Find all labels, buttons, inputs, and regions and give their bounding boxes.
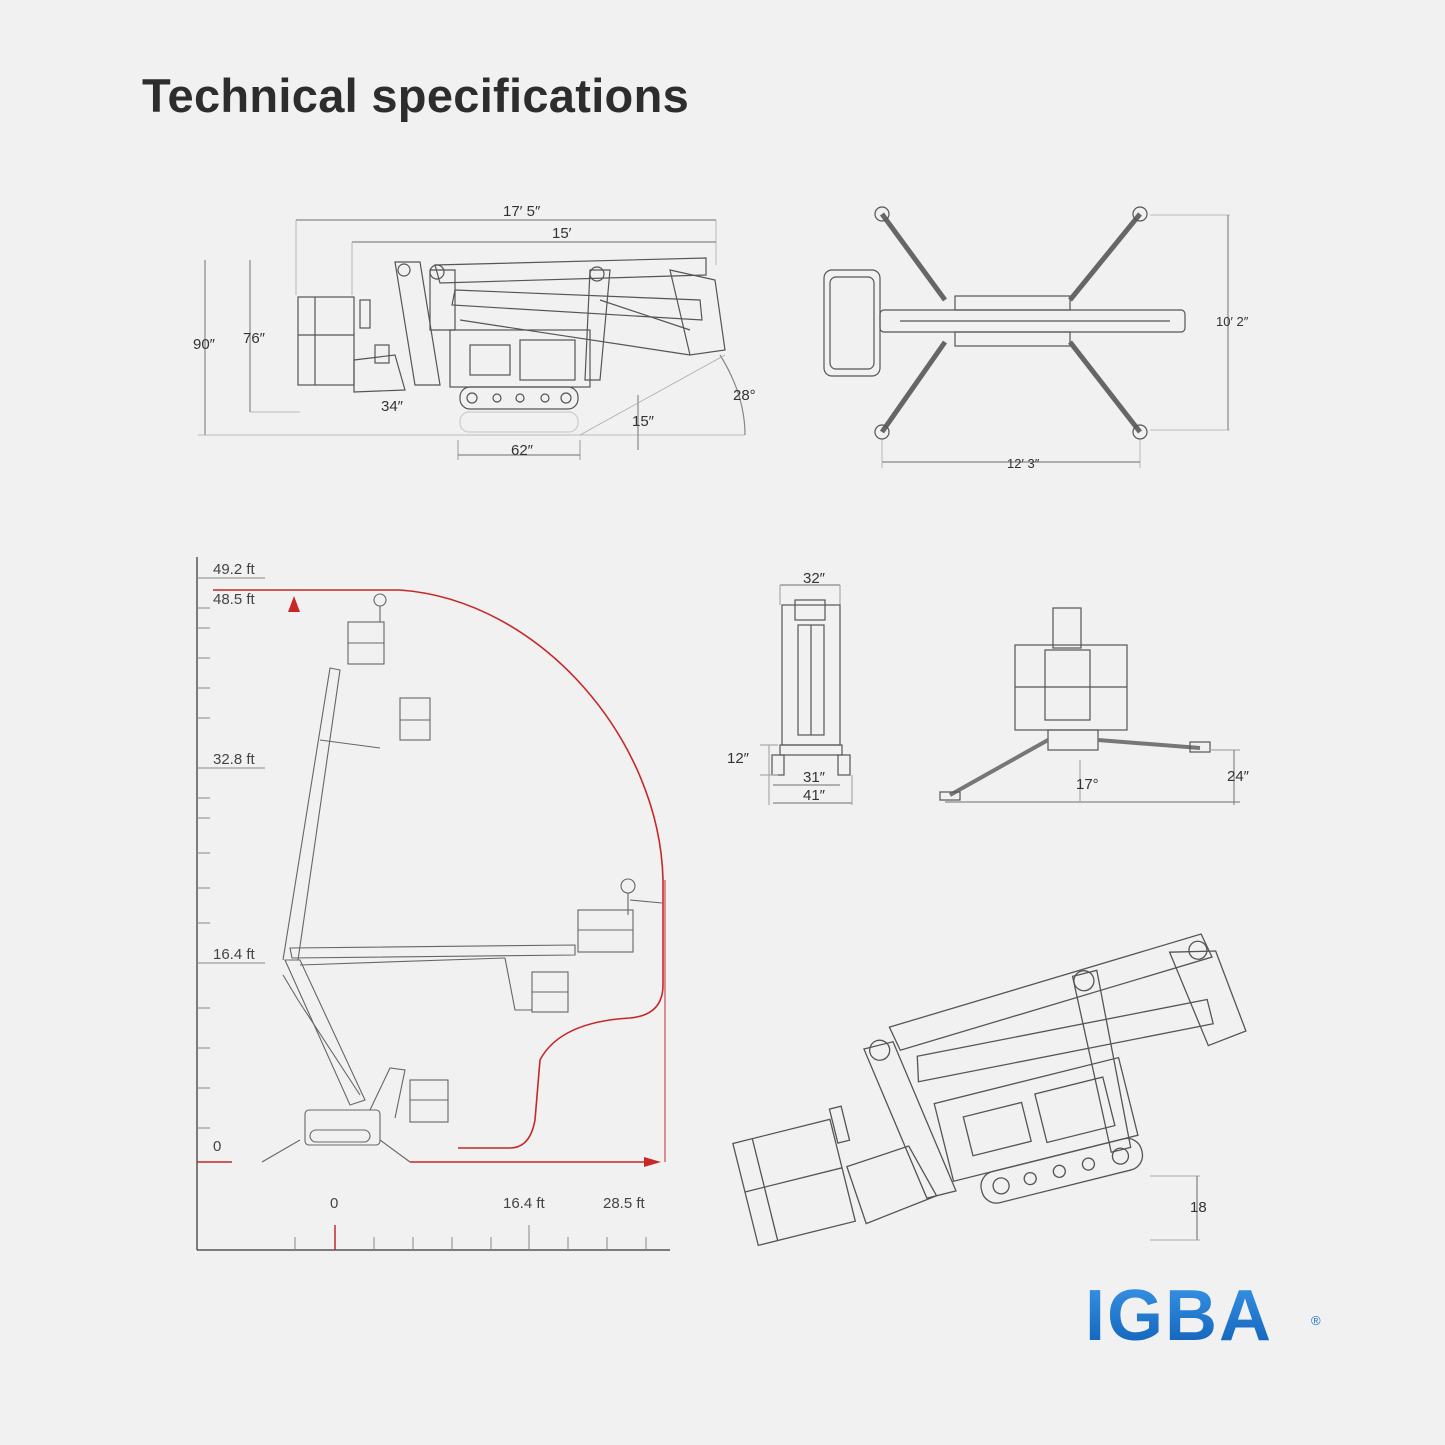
side-view-drawing	[198, 219, 746, 460]
y-tick-32-8: 32.8 ft	[213, 751, 256, 768]
dim-overall-length: 17′ 5″	[503, 203, 541, 220]
dim-angle-28: 28°	[733, 387, 756, 404]
dim-height-12: 12″	[727, 750, 750, 767]
dim-height-24: 24″	[1227, 768, 1250, 785]
dim-width-31: 31″	[803, 769, 826, 786]
dim-width-32: 32″	[803, 570, 826, 587]
dim-width-41: 41″	[803, 787, 826, 804]
x-tick-0: 0	[330, 1195, 338, 1212]
dim-width-outriggers: 10′ 2″	[1216, 314, 1249, 329]
brand-name: IGBA	[1085, 1276, 1273, 1356]
rear-view-drawing	[939, 607, 1240, 805]
y-tick-0: 0	[213, 1138, 221, 1155]
dim-34: 34″	[381, 398, 404, 415]
igba-logo: IGBA ®	[1085, 1276, 1321, 1356]
working-range-diagram	[196, 557, 670, 1251]
tilted-view-drawing	[732, 933, 1247, 1247]
dim-18: 18	[1190, 1199, 1207, 1216]
dim-height-76: 76″	[243, 330, 266, 347]
y-tick-49-2: 49.2 ft	[213, 561, 256, 578]
top-view-drawing	[823, 206, 1230, 468]
front-view-drawing	[760, 584, 853, 805]
dim-track-62: 62″	[511, 442, 534, 459]
dim-15: 15″	[632, 413, 655, 430]
y-tick-48-5: 48.5 ft	[213, 591, 256, 608]
dim-angle-17: 17°	[1076, 776, 1099, 793]
x-tick-16-4: 16.4 ft	[503, 1195, 546, 1212]
x-tick-28-5: 28.5 ft	[603, 1195, 646, 1212]
dim-height-90: 90″	[193, 336, 216, 353]
dim-length-outriggers: 12′ 3″	[1007, 456, 1040, 471]
y-tick-16-4: 16.4 ft	[213, 946, 256, 963]
dim-length-15: 15′	[552, 225, 572, 242]
page-title: Technical specifications	[142, 69, 690, 122]
brand-registered-mark: ®	[1311, 1313, 1321, 1328]
